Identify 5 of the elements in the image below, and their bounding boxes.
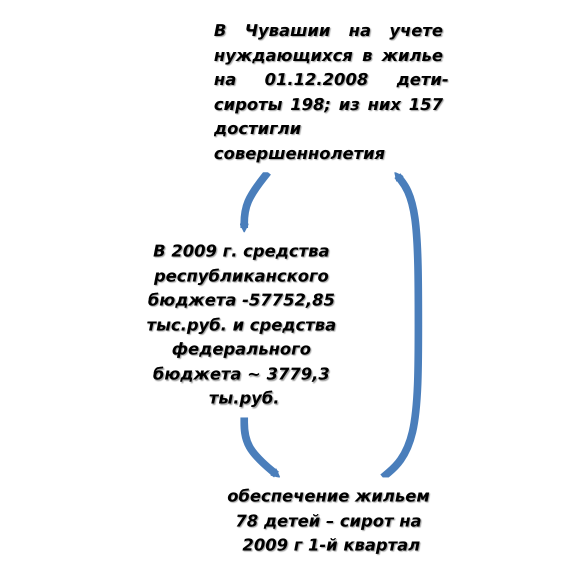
arrow xyxy=(240,417,280,478)
arrow xyxy=(240,170,272,233)
node-text: В 2009 г. средства республиканского бюджета -57752,85 тыс.руб. и средства федерального бюджета ~ 3779,3 ты.руб. xyxy=(146,241,336,408)
node-text: В Чувашии на учете нуждающихся в жилье на 01.12.2008 дети-сироты 198; из них 157 достигли совершеннолетия xyxy=(214,20,449,163)
node-text: обеспечение жильем 78 детей – сирот на 2009 г 1-й квартал xyxy=(227,486,430,555)
